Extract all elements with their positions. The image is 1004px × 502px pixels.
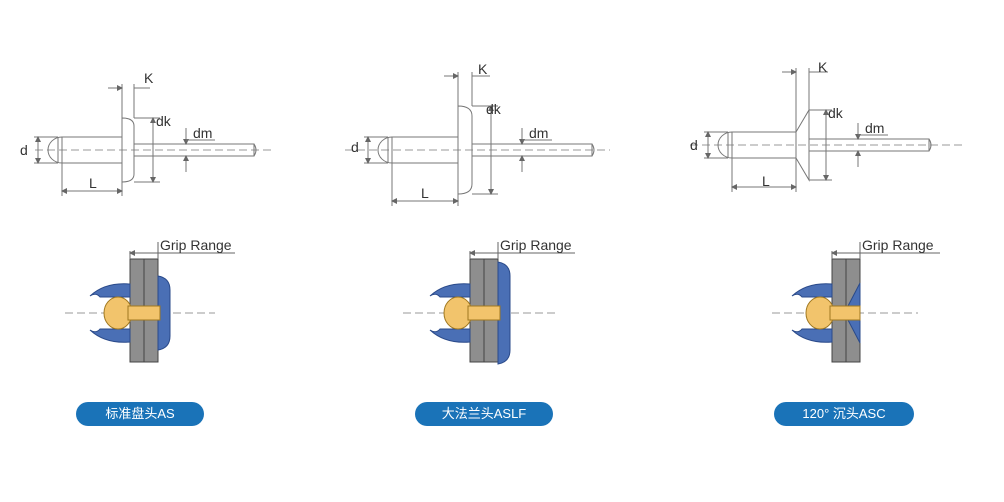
dim-l-label: L [89, 175, 97, 191]
dim-k-label: K [478, 61, 488, 77]
rivet-asc-dimension-drawing [690, 68, 962, 192]
rivet-type-badge-asc: 120° 沉头ASC [774, 402, 914, 426]
grip-range-label: Grip Range [160, 237, 232, 253]
rivet-as-installed-view [65, 242, 235, 363]
rivet-type-badge-as: 标准盘头AS [76, 402, 204, 426]
dim-dk-label: dk [486, 101, 502, 117]
rivet-aslf-dimension-drawing [345, 72, 610, 206]
dim-d-label: d [351, 139, 359, 155]
dim-k-label: K [144, 70, 154, 86]
dim-l-label: L [421, 185, 429, 201]
rivet-diagram: K dk dm d L K dk dm d L [20, 59, 962, 365]
rivet-as-dimension-drawing [34, 84, 272, 196]
rivet-aslf-installed-view [403, 242, 575, 365]
grip-range-label: Grip Range [862, 237, 934, 253]
dim-dm-label: dm [865, 120, 884, 136]
dim-d-label: d [20, 142, 28, 158]
dim-dk-label: dk [156, 113, 172, 129]
dim-l-label: L [762, 173, 770, 189]
dim-k-label: K [818, 59, 828, 75]
rivet-asc-installed-view [772, 242, 940, 363]
dim-dk-label: dk [828, 105, 844, 121]
dim-d-label: d [690, 137, 698, 153]
rivet-type-badge-aslf: 大法兰头ASLF [415, 402, 553, 426]
dim-dm-label: dm [193, 125, 212, 141]
grip-range-label: Grip Range [500, 237, 572, 253]
dim-dm-label: dm [529, 125, 548, 141]
